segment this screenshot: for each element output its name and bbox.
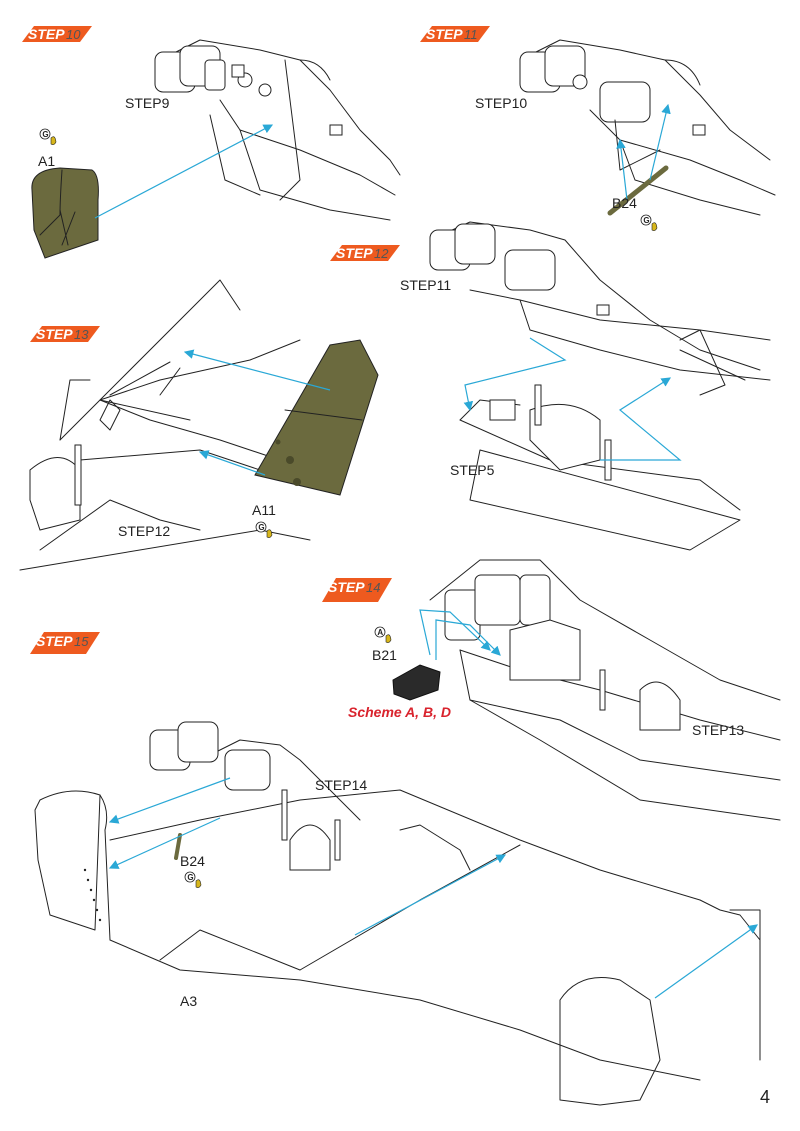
svg-text:STEP: STEP: [328, 579, 365, 595]
paint-code-g: G: [184, 871, 202, 888]
paint-code-g: G: [39, 128, 57, 145]
part-label-a11: A11: [252, 502, 276, 518]
svg-text:STEP: STEP: [28, 26, 65, 42]
part-label-b24: B24: [612, 195, 637, 211]
svg-text:12: 12: [374, 246, 389, 261]
ref-step9: STEP9: [125, 95, 170, 111]
page-number: 4: [760, 1087, 770, 1107]
svg-text:G: G: [643, 216, 649, 225]
part-label-b21: B21: [372, 647, 397, 663]
svg-text:STEP: STEP: [36, 326, 73, 342]
step-14-fuselage: [429, 559, 781, 821]
step-10-badge: STEP 10: [22, 26, 92, 42]
svg-text:STEP: STEP: [426, 26, 463, 42]
ref-step11: STEP11: [400, 277, 451, 293]
svg-text:G: G: [42, 130, 48, 139]
ref-step13: STEP13: [692, 722, 744, 738]
part-b21: [392, 664, 441, 701]
step-15-fuselage: [34, 721, 761, 1106]
step-11-fuselage: [519, 39, 776, 216]
svg-text:14: 14: [366, 580, 380, 595]
svg-text:STEP: STEP: [36, 633, 73, 649]
part-a1: [31, 167, 99, 259]
ref-step14: STEP14: [315, 777, 367, 793]
ref-step12: STEP12: [118, 523, 170, 539]
svg-text:G: G: [187, 873, 193, 882]
paint-code-g: G: [255, 521, 273, 538]
paint-code-g: G: [640, 214, 658, 231]
svg-text:13: 13: [74, 327, 89, 342]
part-a11: [254, 339, 379, 496]
step-13-badge: STEP 13: [30, 326, 100, 342]
scheme-label: Scheme A, B, D: [348, 704, 451, 720]
part-b24-rod: [607, 165, 669, 216]
fuselage-rivets: [83, 868, 102, 922]
step-10-fuselage: [154, 39, 401, 221]
svg-text:STEP: STEP: [336, 245, 373, 261]
step-11-badge: STEP 11: [420, 26, 490, 42]
step-12-fuselage: [429, 221, 771, 551]
step-12-badge: STEP 12: [330, 245, 400, 261]
svg-text:10: 10: [66, 27, 81, 42]
svg-text:A: A: [377, 628, 383, 637]
part-label-a1: A1: [38, 153, 55, 169]
svg-text:15: 15: [74, 634, 89, 649]
part-b24-rod-step15: [174, 833, 182, 860]
svg-text:G: G: [258, 523, 264, 532]
svg-text:11: 11: [464, 27, 478, 42]
step-13-fuselage: [19, 279, 311, 571]
part-label-b24-step15: B24: [180, 853, 205, 869]
ref-step5: STEP5: [450, 462, 495, 478]
part-label-a3: A3: [180, 993, 197, 1009]
ref-step10: STEP10: [475, 95, 527, 111]
step-15-badge: STEP 15: [30, 632, 100, 654]
step-14-badge: STEP 14: [322, 578, 392, 602]
paint-code-a: A: [374, 626, 392, 643]
